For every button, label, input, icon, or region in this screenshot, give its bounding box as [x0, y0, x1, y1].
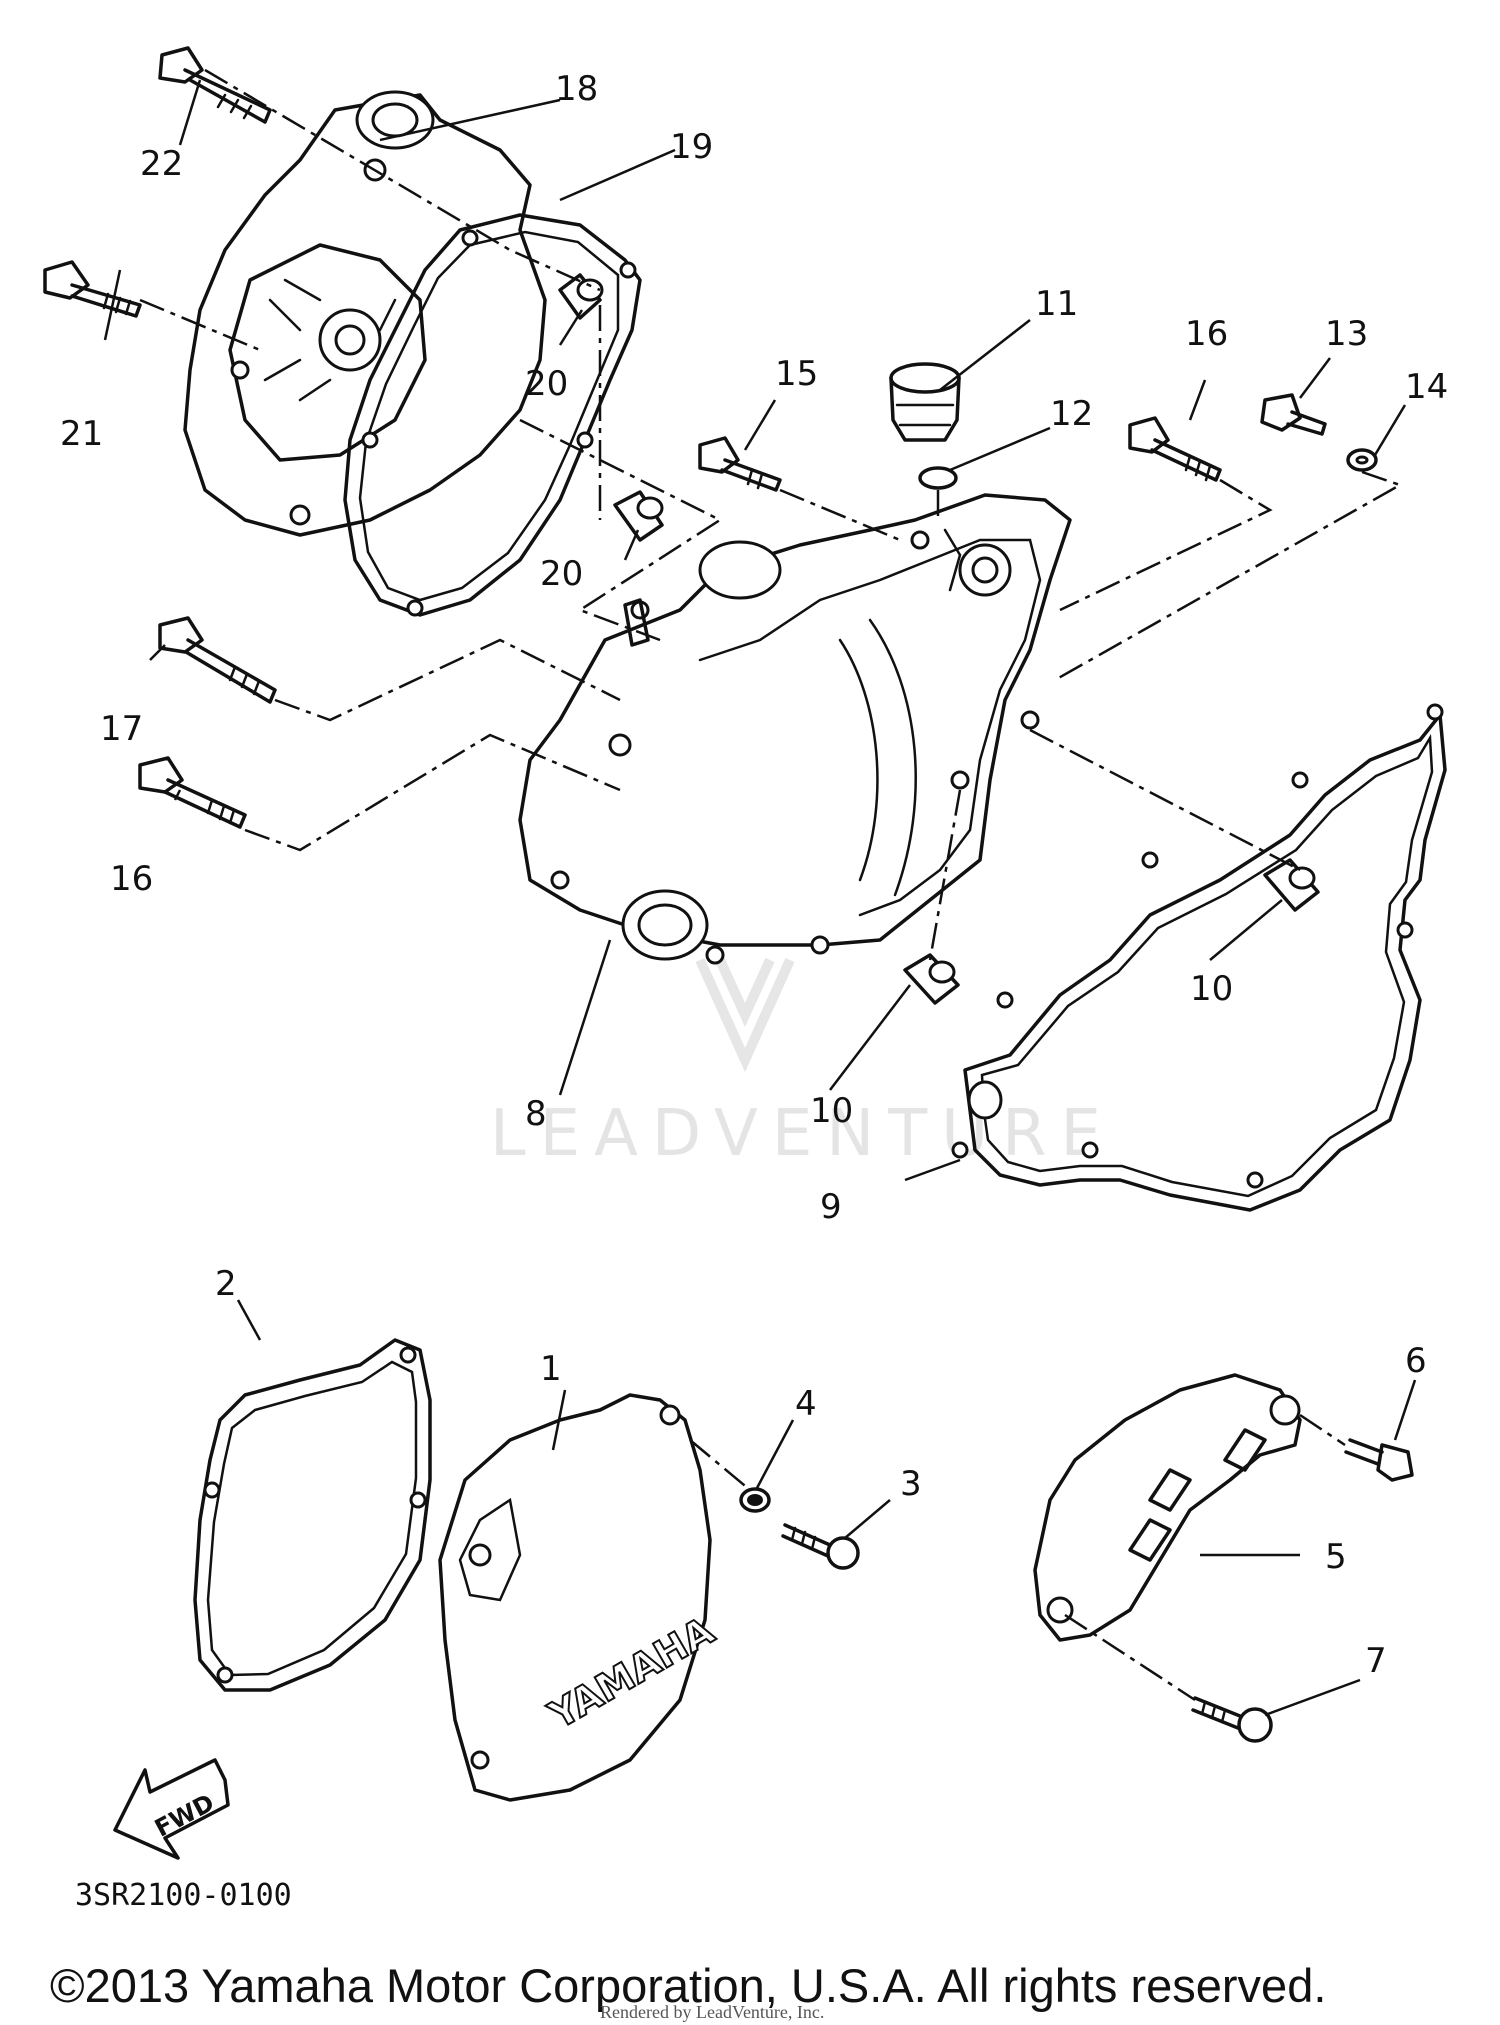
part-22-bolt: [158, 46, 272, 124]
part-7-screw: [1191, 1696, 1273, 1743]
callout-5: 5: [1325, 1537, 1347, 1577]
fwd-arrow-icon: FWD: [113, 1758, 230, 1860]
part-18-cover: [183, 90, 547, 537]
callout-4: 4: [795, 1384, 817, 1424]
callout-1: 1: [540, 1349, 562, 1389]
callout-16a: 16: [1185, 314, 1228, 354]
part-17-bolt: [158, 616, 277, 704]
leader-lines: [103, 79, 1417, 1717]
callout-20a: 20: [525, 364, 568, 404]
callout-9: 9: [820, 1187, 842, 1227]
callout-7: 7: [1365, 1641, 1387, 1681]
callout-3: 3: [900, 1464, 922, 1504]
callout-21: 21: [60, 414, 103, 454]
callout-19: 19: [670, 127, 713, 167]
part-11-filler-plug: [889, 362, 961, 442]
part-13-bolt: [1260, 393, 1327, 436]
alignment-lines-lower: [689, 1413, 1346, 1702]
part-10-dowel-left: [903, 953, 960, 1005]
part-16-bolt-upper: [1128, 416, 1222, 482]
callout-22: 22: [140, 144, 183, 184]
watermark: LEADVENTURE: [490, 957, 1115, 1171]
part-9-gasket: [951, 703, 1447, 1212]
callout-11: 11: [1035, 284, 1078, 324]
part-5-guard: [1033, 1373, 1302, 1642]
callout-6: 6: [1405, 1341, 1427, 1381]
part-20-dowel-lower: [613, 490, 664, 542]
part-20-dowel-upper: [558, 273, 604, 320]
part-4-washer: [739, 1487, 771, 1513]
callout-15: 15: [775, 354, 818, 394]
callout-2: 2: [215, 1264, 237, 1304]
callout-10a: 10: [1190, 969, 1233, 1009]
watermark-text: LEADVENTURE: [490, 1097, 1115, 1171]
callout-14: 14: [1405, 367, 1448, 407]
callout-8: 8: [525, 1094, 547, 1134]
part-21-bolt: [43, 260, 142, 318]
callout-17: 17: [100, 709, 143, 749]
part-6-bolt: [1344, 1438, 1414, 1482]
part-15-bolt: [698, 436, 782, 492]
copyright-notice: ©2013 Yamaha Motor Corporation, U.S.A. A…: [50, 1959, 1326, 2012]
callout-12: 12: [1050, 394, 1093, 434]
part-16-bolt-left: [138, 756, 247, 829]
callout-16b: 16: [110, 859, 153, 899]
leadventure-logo-icon: [695, 957, 795, 1073]
callout-10b: 10: [810, 1091, 853, 1131]
alignment-lines: [139, 68, 1404, 961]
diagram-code: 3SR2100-0100: [75, 1878, 292, 1913]
part-8-crankcase-cover: [518, 493, 1072, 965]
fwd-label: FWD: [150, 1788, 219, 1842]
callout-labels: 1 2 3 4 5 6 7 8 9 10 10 11 12 13 14 15 1…: [60, 69, 1448, 1681]
part-3-screw: [781, 1523, 860, 1570]
part-10-dowel-right: [1263, 858, 1320, 912]
part-2-gasket: [193, 1338, 432, 1692]
part-1-magneto-cover: YAMAHA: [438, 1393, 723, 1802]
rendered-by-notice: Rendered by LeadVenture, Inc.: [600, 2002, 824, 2022]
callout-18: 18: [555, 69, 598, 109]
callout-13: 13: [1325, 314, 1368, 354]
part-14-washer: [1346, 448, 1378, 472]
cover-yamaha-logo: YAMAHA: [541, 1608, 722, 1738]
callout-20b: 20: [540, 554, 583, 594]
part-19-gasket: [343, 213, 642, 617]
part-12-o-ring: [918, 466, 958, 490]
